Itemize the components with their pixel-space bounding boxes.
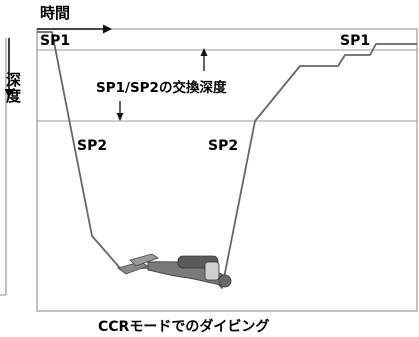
switch-depth-label: SP1/SP2の交換深度	[96, 79, 227, 96]
depth-arrowhead	[4, 89, 14, 98]
diagram-frame	[36, 28, 418, 312]
sp1-start-label: SP1	[40, 33, 70, 49]
time-arrowhead	[103, 24, 112, 34]
diver-icon	[117, 253, 232, 288]
up-pointer-head	[200, 48, 208, 56]
time-axis-label: 時間	[40, 4, 70, 22]
sp2-ascent-label: SP2	[208, 138, 238, 154]
dive-profile-line	[37, 31, 417, 289]
sp2-descent-label: SP2	[77, 138, 107, 154]
sp1-end-label: SP1	[340, 33, 370, 49]
depth-axis-label: 深度	[4, 71, 22, 104]
down-pointer-head	[116, 113, 124, 121]
diagram-caption: CCRモードでのダイビング	[98, 318, 269, 335]
